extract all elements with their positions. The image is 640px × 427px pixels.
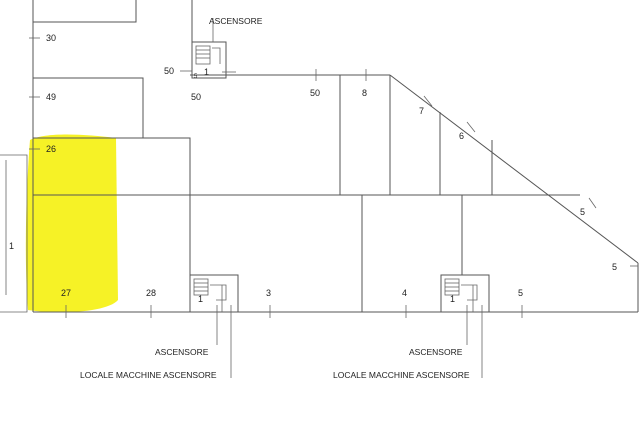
caption-ascensore-right: ASCENSORE (409, 347, 463, 357)
label-5-bottom: 5 (518, 288, 523, 298)
lift-shaft (212, 47, 221, 64)
label-50-below: 50 (191, 92, 201, 102)
label-5-small: 5 (194, 74, 198, 80)
lift-core-left (189, 274, 239, 378)
lift-core-right-outline (440, 274, 490, 313)
label-7: 7 (419, 106, 424, 116)
tick-7 (423, 95, 433, 107)
label-27: 27 (61, 288, 71, 298)
tick-6 (466, 121, 476, 133)
lift-core-right (440, 274, 490, 378)
lift-core-top (191, 41, 236, 79)
lift-shaft (210, 284, 227, 301)
label-50-mid: 50 (310, 88, 320, 98)
caption-locale-left: LOCALE MACCHINE ASCENSORE (80, 370, 217, 380)
label-30: 30 (46, 33, 56, 43)
caption-ascensore-top: ASCENSORE (209, 16, 263, 26)
dimension-ticks (29, 37, 638, 318)
label-1-lift-a: 1 (198, 294, 203, 304)
label-28: 28 (146, 288, 156, 298)
plan-captions: ASCENSORE ASCENSORE ASCENSORE LOCALE MAC… (80, 16, 470, 380)
label-50-left: 50 (164, 66, 174, 76)
label-6: 6 (459, 131, 464, 141)
diagonal-wall (389, 74, 639, 264)
block-49 (33, 77, 144, 138)
label-3: 3 (266, 288, 271, 298)
lift-core-top-outline (191, 41, 227, 79)
caption-locale-right: LOCALE MACCHINE ASCENSORE (333, 370, 470, 380)
label-26: 26 (46, 144, 56, 154)
label-1-top: 1 (204, 67, 209, 77)
caption-ascensore-left: ASCENSORE (155, 347, 209, 357)
label-4: 4 (402, 288, 407, 298)
lift-core-top-stairs (195, 45, 211, 65)
label-1-lift-b: 1 (450, 294, 455, 304)
tick-5-diag (588, 197, 597, 209)
label-8: 8 (362, 88, 367, 98)
top-block-30 (33, 0, 137, 23)
label-5-diag: 5 (580, 207, 585, 217)
label-49: 49 (46, 92, 56, 102)
label-5-right: 5 (612, 262, 617, 272)
plan-number-labels: 30 49 26 1 27 28 3 4 5 50 1 5 50 50 8 7 … (9, 33, 617, 304)
label-1-left: 1 (9, 241, 14, 251)
walls (0, 0, 639, 313)
lift-core-left-outline (189, 274, 239, 313)
highlighted-area (25, 134, 119, 313)
lift-shaft (461, 284, 478, 301)
unit-1-left (0, 154, 28, 313)
